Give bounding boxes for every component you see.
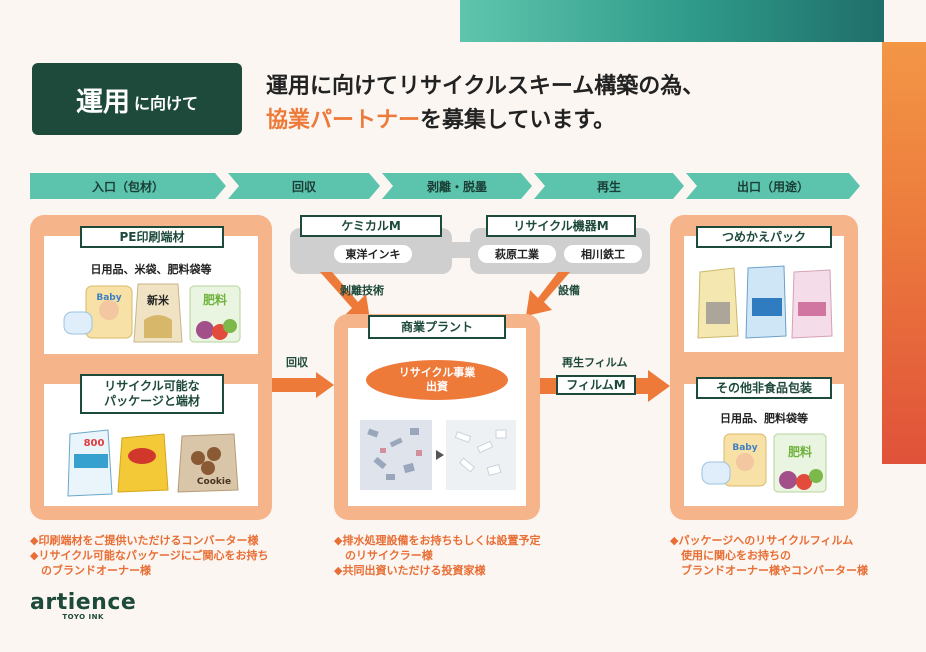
tea-bag-illustration: [117, 433, 169, 493]
count-label: 800: [84, 438, 105, 449]
stage-regen: 再生: [534, 173, 684, 199]
fertilizer-label-right: 肥料: [788, 444, 812, 459]
title-box: 運用 に向けて: [32, 63, 242, 135]
company-toyo-ink: 東洋インキ: [334, 245, 412, 263]
peel-arrow: [320, 272, 370, 320]
stage-entrance: 入口（包材）: [30, 173, 226, 199]
stage-exit: 出口（用途）: [686, 173, 860, 199]
baby-label-right: Baby: [732, 443, 757, 453]
headline-line1: 運用に向けてリサイクルスキーム構築の為、: [266, 74, 705, 99]
headline-line2: 協業パートナーを募集しています。: [266, 104, 704, 138]
right-notes: ◆パッケージへのリサイクルフィルム 使用に関心をお持ちの ブランドオーナー様やコ…: [670, 533, 868, 578]
middle-note-3: ◆共同出資いただける投資家様: [334, 564, 486, 577]
title-small-text: に向けて: [133, 94, 198, 113]
company-hagihara: 萩原工業: [478, 245, 556, 263]
investment-oval: リサイクル事業 出資: [366, 360, 508, 400]
title-big-text: 運用: [75, 86, 130, 118]
headline: 運用に向けてリサイクルスキーム構築の為、 協業パートナーを募集しています。: [266, 70, 704, 138]
refill-pouch-illustration: [67, 429, 113, 497]
diaper-pack-illustration: [63, 285, 133, 339]
recyclable-label-line1: リサイクル可能な: [104, 379, 200, 393]
chemical-label: ケミカルM: [300, 215, 442, 237]
top-gradient-bar: [460, 0, 884, 42]
headline-accent: 協業パートナー: [266, 108, 421, 133]
left-products-2: 800 Cookie: [67, 429, 239, 497]
logo-sub-text: TOYO INK: [62, 613, 104, 621]
film-m-label: フィルムM: [556, 375, 636, 395]
rice-label: 新米: [147, 293, 170, 307]
regen-film-label: 再生フィルム: [562, 356, 628, 369]
other-packaging-label: その他非食品包装: [696, 377, 832, 399]
recyclable-package-label: リサイクル可能な パッケージと端材: [80, 374, 224, 414]
equip-arrow: [526, 272, 570, 316]
logo-main-text: artience: [30, 590, 137, 615]
stage-collect: 回収: [228, 173, 380, 199]
rice-bag-illustration: [133, 283, 183, 343]
middle-note-2: のリサイクラー様: [334, 549, 433, 562]
left-note-1: ◆印刷端材をご提供いただけるコンバーター様: [30, 534, 259, 547]
gray-connector: [440, 242, 480, 258]
side-gradient-bar: [882, 42, 926, 464]
equipment-arrow-label: 設備: [558, 284, 580, 297]
right-note-2: 使用に関心をお持ちの: [670, 549, 791, 562]
fertilizer-label-left: 肥料: [203, 292, 227, 307]
left-products-1: Baby 新米 肥料: [63, 283, 241, 343]
input-arrows: [320, 272, 570, 320]
middle-note-1: ◆排水処理設備をお持ちもしくは設置予定: [334, 534, 541, 547]
fertilizer-bag-right: [773, 433, 827, 493]
left-note-3: のブランドオーナー様: [30, 564, 151, 577]
right-products: Baby 肥料: [701, 433, 827, 493]
fertilizer-bag-illustration: [189, 285, 241, 343]
collect-arrow: [272, 372, 334, 398]
cookie-label: Cookie: [197, 477, 231, 487]
plant-label: 商業プラント: [368, 315, 506, 339]
left-box-1-subtitle: 日用品、米袋、肥料袋等: [90, 263, 212, 276]
headline-line2-rest: を募集しています。: [420, 108, 616, 133]
baby-label-left: Baby: [96, 293, 121, 303]
refill-pouches-illustration: [697, 265, 833, 339]
left-note-2: ◆リサイクル可能なパッケージにご関心をお持ち: [30, 549, 269, 562]
collect-label: 回収: [286, 356, 308, 369]
left-notes: ◆印刷端材をご提供いただけるコンバーター様 ◆リサイクル可能なパッケージにご関心…: [30, 533, 268, 578]
refill-pack-label: つめかえパック: [696, 226, 832, 248]
diaper-pack-right: [701, 433, 767, 487]
oval-line2: 出資: [426, 380, 448, 393]
process-arrow-icon: [436, 450, 444, 460]
cookie-bag-illustration: [177, 433, 239, 493]
peel-tech-label: 剥離技術: [340, 284, 384, 297]
pe-print-label: PE印刷端材: [80, 226, 224, 248]
artience-logo: artience TOYO INK: [30, 590, 136, 621]
oval-line1: リサイクル事業: [398, 366, 476, 379]
recycle-flakes: [360, 420, 516, 490]
right-box-2-subtitle: 日用品、肥料袋等: [720, 412, 808, 425]
right-note-3: ブランドオーナー様やコンバーター様: [670, 564, 868, 577]
middle-notes: ◆排水処理設備をお持ちもしくは設置予定 のリサイクラー様 ◆共同出資いただける投…: [334, 533, 540, 578]
recyclable-label-line2: パッケージと端材: [104, 394, 200, 408]
stage-peel: 剥離・脱墨: [382, 173, 532, 199]
equipment-label: リサイクル機器M: [486, 215, 636, 237]
right-note-1: ◆パッケージへのリサイクルフィルム: [670, 534, 854, 547]
company-aikawa: 相川鉄工: [564, 245, 642, 263]
